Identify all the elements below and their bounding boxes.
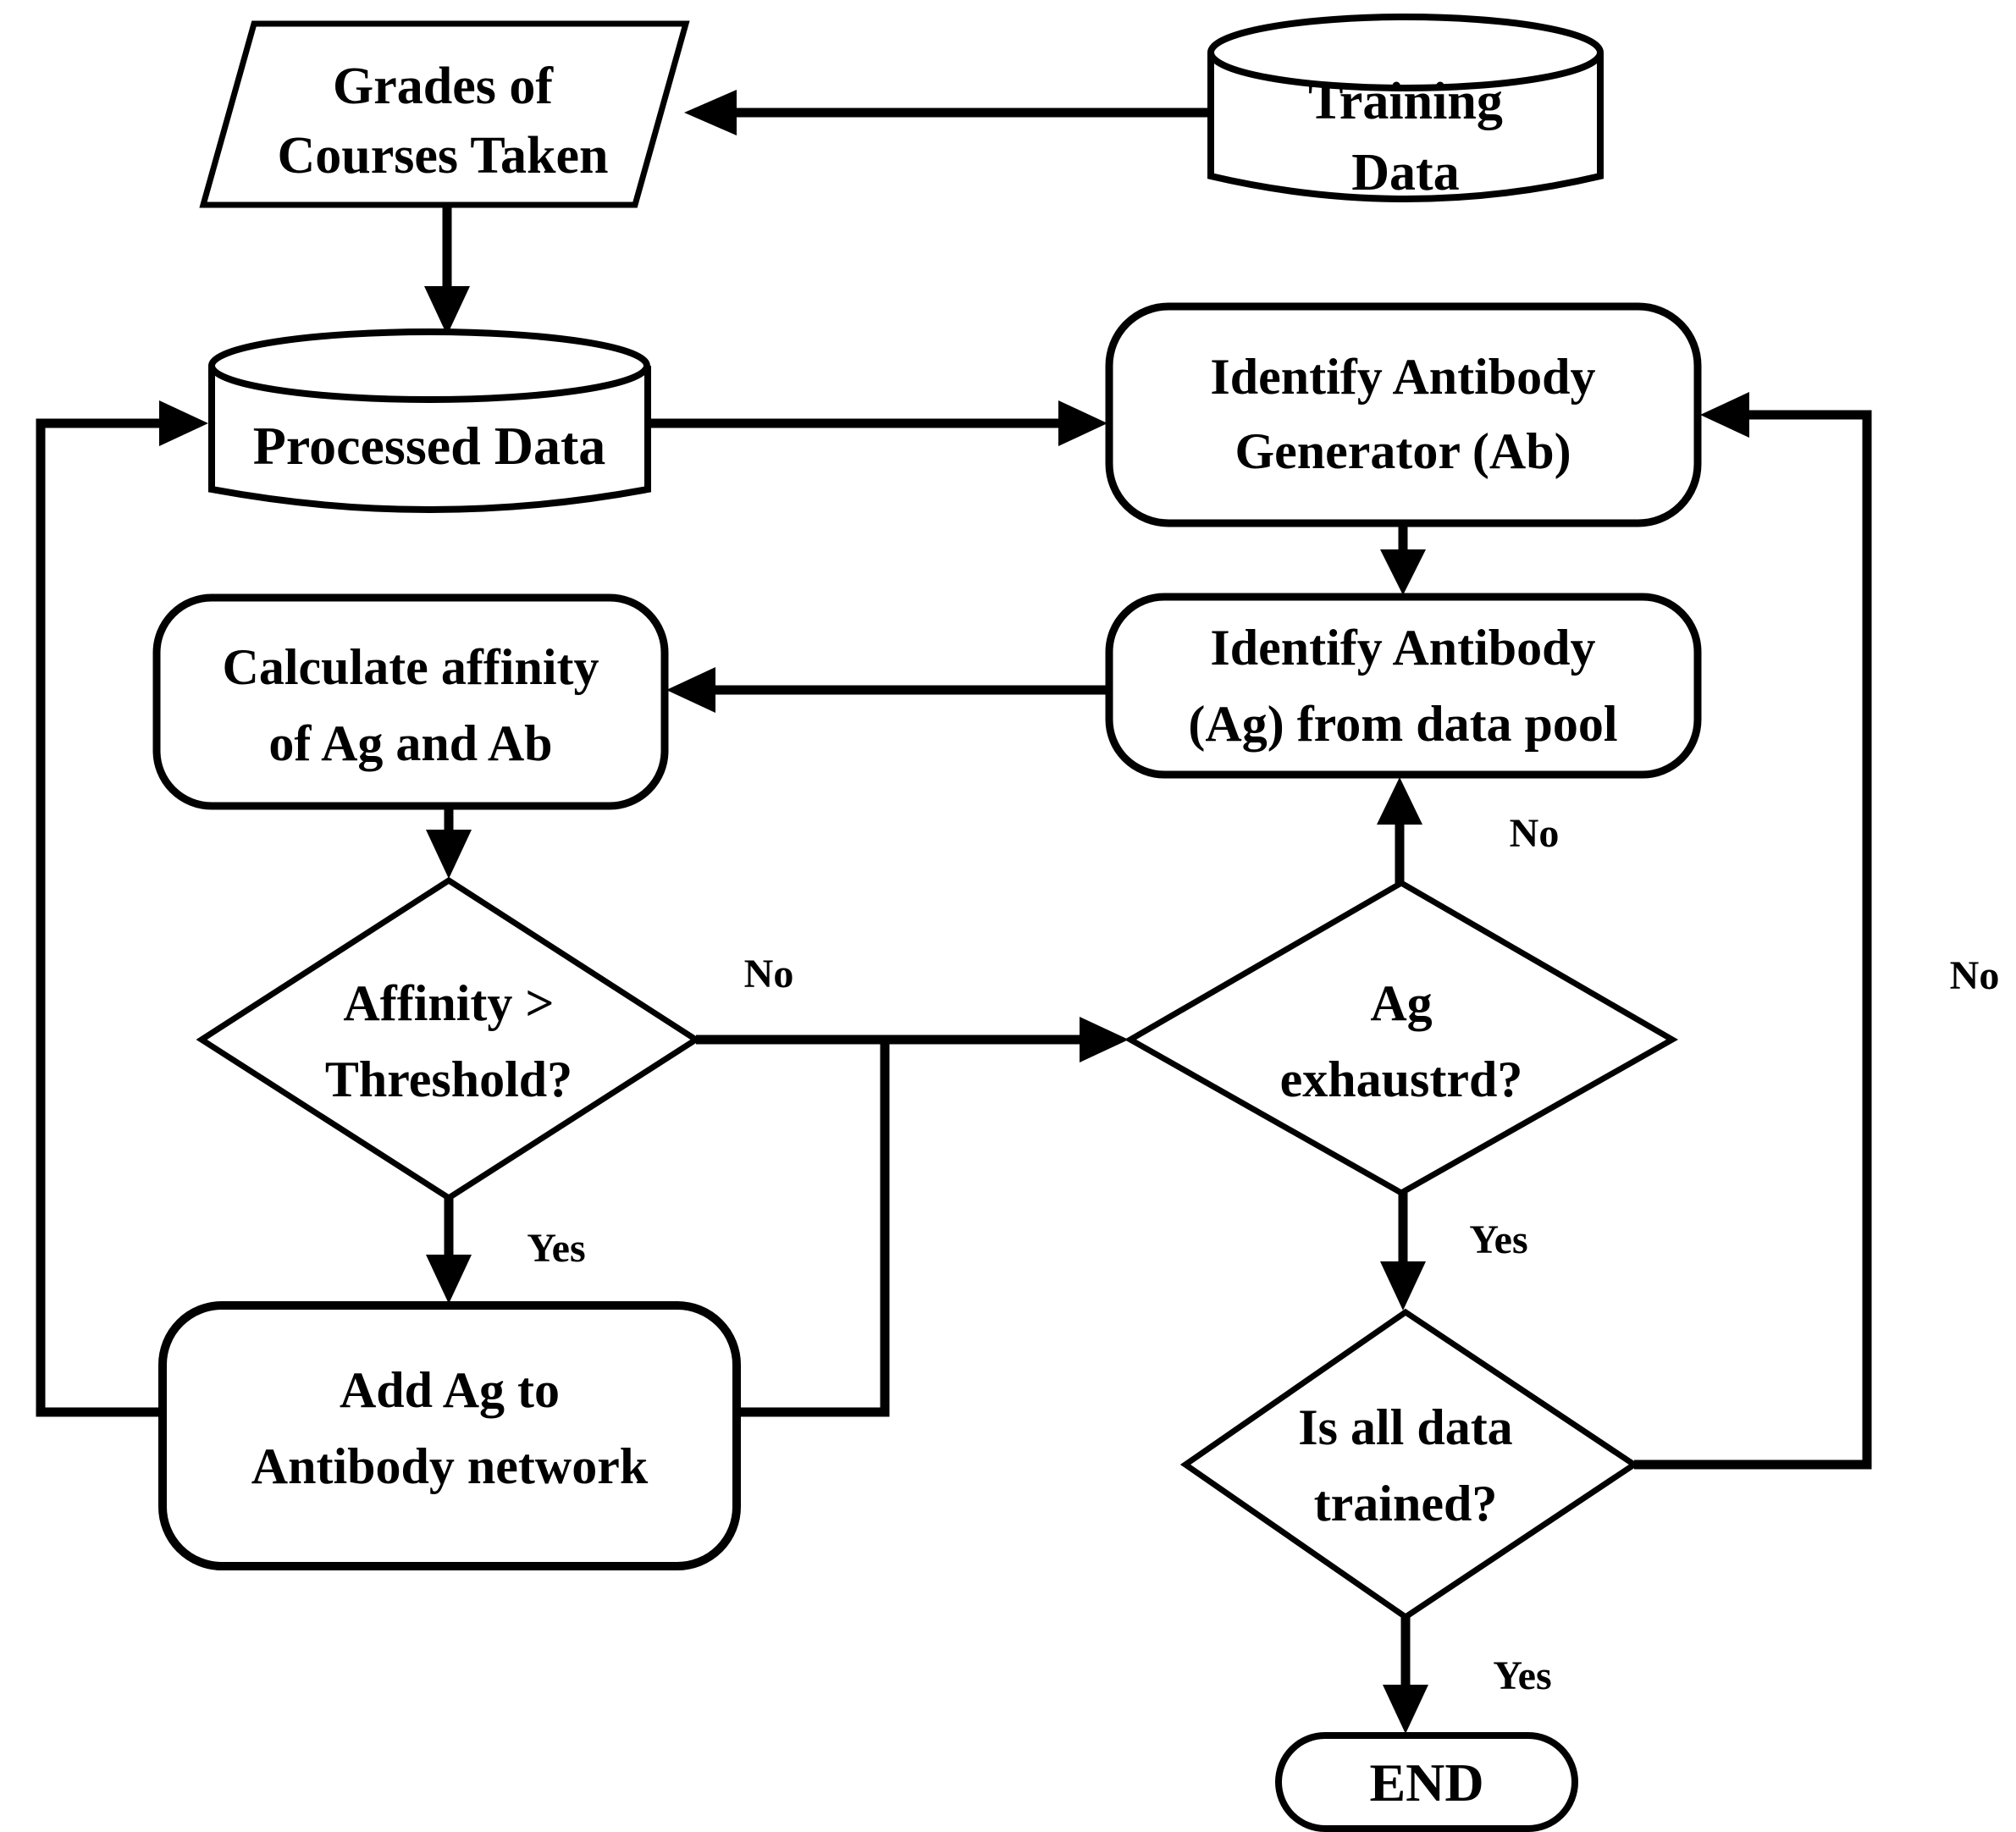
decision-diamond	[196, 876, 702, 1202]
label-agex-no: No	[1510, 811, 1560, 856]
edge-addag-merge-branch	[740, 1040, 890, 1417]
node-label: Generator (Ab)	[1234, 423, 1571, 479]
cylinder-top	[1207, 14, 1604, 91]
decision-diamond	[1124, 879, 1679, 1197]
edges	[36, 90, 1872, 1734]
decision-diamond	[1179, 1308, 1640, 1621]
edge-labels: No Yes No Yes Yes No	[527, 811, 1999, 1698]
process-box	[1105, 593, 1702, 779]
node-affinity-threshold-decision: Affinity > Threshold?	[196, 876, 702, 1202]
parallelogram-shape	[199, 20, 690, 208]
edge-addag-loop-to-processed	[36, 418, 163, 1417]
node-label: Identify Antibody	[1210, 620, 1595, 676]
cylinder-body	[208, 366, 651, 513]
node-processed-data: Processed Data	[208, 328, 651, 513]
arrowhead-down-icon	[426, 1255, 472, 1304]
node-label: Training	[1308, 73, 1503, 130]
node-label: of Ag and Ab	[268, 715, 552, 771]
arrowhead-down-icon	[1383, 1685, 1428, 1734]
node-label: Data	[1351, 144, 1459, 201]
arrowhead-right-icon	[1058, 400, 1107, 446]
arrowhead-down-icon	[1380, 549, 1426, 595]
node-training-data: Training Data	[1207, 14, 1604, 202]
node-calculate-affinity: Calculate affinity of Ag and Ab	[152, 593, 669, 810]
arrowhead-left-icon	[1700, 392, 1749, 438]
arrowhead-down-icon	[1380, 1261, 1426, 1311]
node-label: (Ag) from data pool	[1188, 696, 1617, 752]
node-identify-antibody-generator: Identify Antibody Generator (Ab)	[1105, 302, 1702, 527]
node-label: Affinity >	[343, 975, 554, 1031]
node-grades-of-courses-taken: Grades of Courses Taken	[199, 20, 690, 208]
arrowhead-up-icon	[1377, 777, 1422, 825]
node-label: Identify Antibody	[1210, 349, 1595, 405]
node-ag-exhausted-decision: Ag exhaustrd?	[1124, 879, 1679, 1197]
arrowhead-down-icon	[424, 286, 470, 335]
edge-trained-no-loop	[1634, 410, 1872, 1470]
node-add-ag-to-antibody-network: Add Ag to Antibody network	[158, 1301, 741, 1570]
node-label: END	[1369, 1752, 1483, 1813]
node-end-terminator: END	[1275, 1732, 1578, 1832]
node-identify-antigen-from-data-pool: Identify Antibody (Ag) from data pool	[1105, 593, 1702, 779]
node-label: Add Ag to	[340, 1362, 560, 1418]
node-label: exhaustrd?	[1280, 1051, 1523, 1107]
arrowhead-right-icon	[1080, 1017, 1129, 1062]
arrowhead-left-icon	[666, 667, 715, 713]
node-label: Courses Taken	[277, 127, 608, 185]
node-label: Processed Data	[253, 416, 606, 476]
node-label: Is all data	[1298, 1399, 1512, 1455]
arrowhead-down-icon	[426, 830, 472, 879]
terminator-shape	[1275, 1732, 1578, 1832]
process-box	[1105, 302, 1702, 527]
node-label: Ag	[1370, 975, 1432, 1031]
label-trained-yes: Yes	[1493, 1653, 1551, 1698]
process-box	[152, 593, 669, 810]
node-is-all-data-trained-decision: Is all data trained?	[1179, 1308, 1640, 1621]
arrowhead-left-icon	[684, 90, 737, 135]
node-label: Threshold?	[325, 1051, 572, 1107]
node-label: trained?	[1314, 1476, 1498, 1531]
node-label: Calculate affinity	[223, 639, 599, 695]
label-agex-yes: Yes	[1469, 1217, 1527, 1262]
label-affinity-no: No	[744, 952, 794, 996]
label-trained-no: No	[1950, 953, 2000, 998]
process-box	[158, 1301, 741, 1570]
arrowhead-right-icon	[159, 400, 208, 446]
node-label: Grades of	[333, 58, 554, 115]
label-affinity-yes: Yes	[527, 1226, 585, 1271]
cylinder-top	[208, 328, 650, 403]
cylinder-body	[1207, 52, 1604, 202]
node-label: Antibody network	[251, 1438, 649, 1494]
